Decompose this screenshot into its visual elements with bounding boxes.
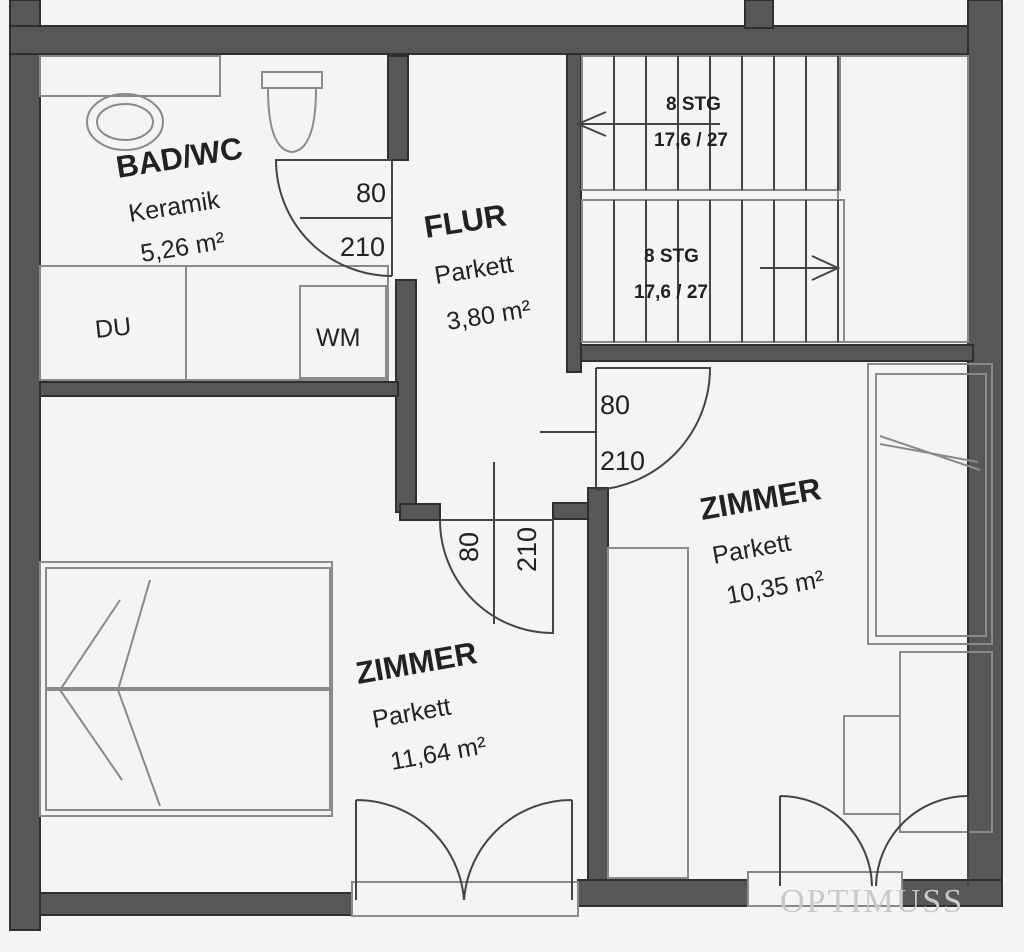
single-bed xyxy=(867,363,993,645)
wardrobe xyxy=(607,547,689,879)
double-bed xyxy=(39,561,333,817)
left-door-width: 80 xyxy=(454,532,484,562)
upper-stair-rise-run: 17,6 / 27 xyxy=(654,130,728,151)
washbasin-icon xyxy=(39,55,221,151)
left-room-door xyxy=(439,462,554,635)
watermark: OPTIMUSS xyxy=(780,883,964,920)
bath-door xyxy=(274,159,393,277)
walls xyxy=(9,0,1003,931)
shower-label: DU xyxy=(94,312,133,344)
staircase xyxy=(575,55,969,343)
toilet-icon xyxy=(261,71,323,154)
desk xyxy=(843,651,993,833)
right-room-door xyxy=(540,367,712,491)
right-window-doors xyxy=(747,795,969,907)
left-door-height: 210 xyxy=(512,527,542,572)
lower-stair-rise-run: 17,6 / 27 xyxy=(634,282,708,303)
right-door-height: 210 xyxy=(600,446,645,476)
bath-door-height: 210 xyxy=(340,232,385,262)
washing-machine-box xyxy=(185,265,389,381)
bath-door-width: 80 xyxy=(356,178,386,208)
washer-label: WM xyxy=(316,324,360,352)
right-door-width: 80 xyxy=(600,390,630,420)
left-window-doors xyxy=(351,798,579,917)
upper-stair-steps: 8 STG xyxy=(666,94,721,115)
lower-stair-steps: 8 STG xyxy=(644,246,699,267)
